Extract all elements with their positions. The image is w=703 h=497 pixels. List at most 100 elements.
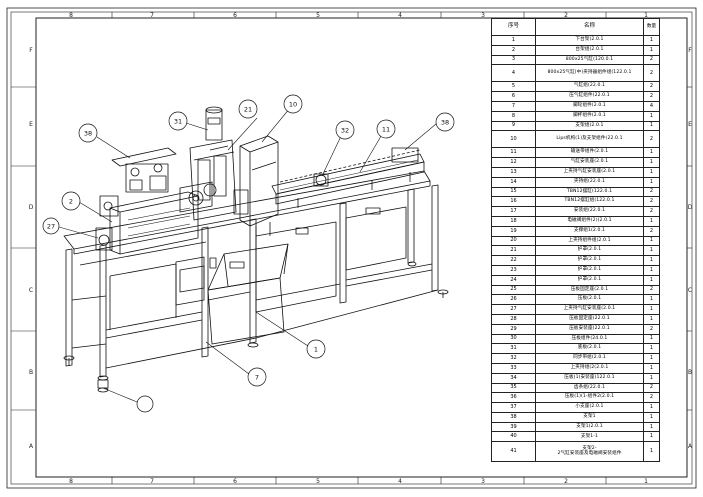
zone-column-label: 6 xyxy=(233,12,237,19)
bom-cell-name: 压板安装座(22.0.1 xyxy=(535,323,644,335)
balloon: 38 xyxy=(78,123,98,143)
bom-cell-no: 4 xyxy=(491,64,536,83)
bom-header-index: 序号 xyxy=(491,18,536,36)
bom-cell-no: 38 xyxy=(491,411,536,423)
bom-cell-name: 上夹持气缸安装座(2.0.1 xyxy=(535,304,644,315)
zone-row-label: E xyxy=(29,121,33,128)
bom-cell-qty: 2 xyxy=(643,196,660,208)
bom-cell-name: 安装组(22.0.1 xyxy=(535,206,644,217)
bom-cell-no: 34 xyxy=(491,372,536,384)
balloon-label: 7 xyxy=(255,374,259,382)
bom-cell-qty: 1 xyxy=(643,313,660,325)
bom-cell-name: 支架1-1 xyxy=(535,431,644,443)
balloon-label: 38 xyxy=(84,130,92,138)
bom-cell-name: 电磁阀组件(2)(2.0.1 xyxy=(535,215,644,227)
bom-cell-name: TBN12摆缸(122.0.1 xyxy=(535,186,644,198)
bom-cell-no: 12 xyxy=(491,157,536,168)
bom-cell-name: 下台架(2.0.1 xyxy=(535,35,644,46)
bom-cell-name: 气缸组(22.0.1 xyxy=(535,81,644,93)
bom-cell-name: 同步带组(2.0.1 xyxy=(535,353,644,364)
bom-cell-name: 护罩(2.0.1 xyxy=(535,255,644,266)
bom-cell-qty: 1 xyxy=(643,264,660,276)
conveyor-rail xyxy=(271,147,425,235)
bom-cell-name: 上夹持气缸安装座(2.0.1 xyxy=(535,166,644,178)
bom-cell-qty: 1 xyxy=(643,431,660,443)
bom-cell-qty: 2 xyxy=(643,206,660,217)
bom-cell-name: 支架2-2气缸安装座及电磁阀安装组件 xyxy=(535,441,644,463)
bom-cell-qty: 2 xyxy=(643,130,660,149)
bom-cell-no: 10 xyxy=(491,130,536,149)
balloon: 2 xyxy=(61,191,81,211)
zone-row-label: A xyxy=(29,443,34,450)
bom-cell-name: 压板固定座(2.0.1 xyxy=(535,284,644,296)
zone-row-label: A xyxy=(688,443,693,450)
balloon: 7 xyxy=(247,367,267,387)
bom-cell-no: 24 xyxy=(491,274,536,286)
zone-row-label: B xyxy=(688,369,692,376)
bom-cell-qty: 1 xyxy=(643,166,660,178)
balloon: 27 xyxy=(42,217,60,235)
bom-cell-qty: 1 xyxy=(643,441,660,463)
zone-column-label: 4 xyxy=(398,478,402,485)
bom-cell-qty: 2 xyxy=(643,54,660,66)
bom-cell-no: 31 xyxy=(491,343,536,355)
bom-cell-no: 21 xyxy=(491,245,536,257)
bom-cell-qty: 2 xyxy=(643,64,660,83)
central-station xyxy=(179,106,237,221)
bom-cell-no: 40 xyxy=(491,431,536,443)
frame-legs xyxy=(65,184,439,378)
balloon-label: 21 xyxy=(244,106,252,114)
bom-cell-no: 28 xyxy=(491,313,536,325)
bom-cell-no: 23 xyxy=(491,264,536,276)
zone-column-label: 8 xyxy=(69,12,73,19)
bom-cell-name: TBN12摆缸组(122.0.1 xyxy=(535,196,644,208)
zone-row-label: D xyxy=(29,204,34,211)
bom-cell-name: 上夹持组件组(2.0.1 xyxy=(535,235,644,247)
bom-cell-no: 15 xyxy=(491,186,536,198)
part-balloons: 38 31 21 10 32 11 38 2 27 1 7 xyxy=(42,94,455,413)
bom-cell-name: 气缸安装座(2.0.1 xyxy=(535,157,644,168)
bom-cell-name: 压板固定座(22.0.1 xyxy=(535,313,644,325)
bom-cell-qty: 1 xyxy=(643,245,660,257)
bom-cell-no: 11 xyxy=(491,147,536,159)
bom-cell-no: 13 xyxy=(491,166,536,178)
bom-cell-qty: 1 xyxy=(643,333,660,345)
bom-cell-name: 支架1 xyxy=(535,411,644,423)
bom-cell-no: 7 xyxy=(491,100,536,112)
bom-cell-no: 36 xyxy=(491,392,536,404)
bom-cell-qty: 1 xyxy=(643,235,660,247)
balloon-label: 2 xyxy=(69,198,73,206)
balloon-label: 11 xyxy=(382,126,390,134)
zone-row-label: C xyxy=(688,287,692,294)
cutter-housing xyxy=(233,135,279,240)
bom-cell-no: 41 xyxy=(491,441,536,463)
bom-cell-name: 脚杯组件(2.0.1 xyxy=(535,110,644,122)
bom-cell-qty: 1 xyxy=(643,120,660,132)
bom-header-row: 序号 名称 数量 xyxy=(491,18,660,36)
balloon: 31 xyxy=(168,111,188,131)
bom-cell-name: 小支座(2.0.1 xyxy=(535,402,644,413)
zone-row-label: F xyxy=(688,47,692,54)
bom-cell-qty: 2 xyxy=(643,284,660,296)
balloon: 11 xyxy=(376,119,396,139)
zone-column-label: 6 xyxy=(233,478,237,485)
left-cylinder-assembly xyxy=(95,147,199,255)
zone-column-label: 7 xyxy=(150,12,154,19)
bom-cell-qty: 2 xyxy=(643,225,660,237)
bom-cell-no: 6 xyxy=(491,91,536,102)
bom-cell-qty: 1 xyxy=(643,304,660,315)
bom-cell-no: 18 xyxy=(491,215,536,227)
zone-column-label: 3 xyxy=(481,12,485,19)
